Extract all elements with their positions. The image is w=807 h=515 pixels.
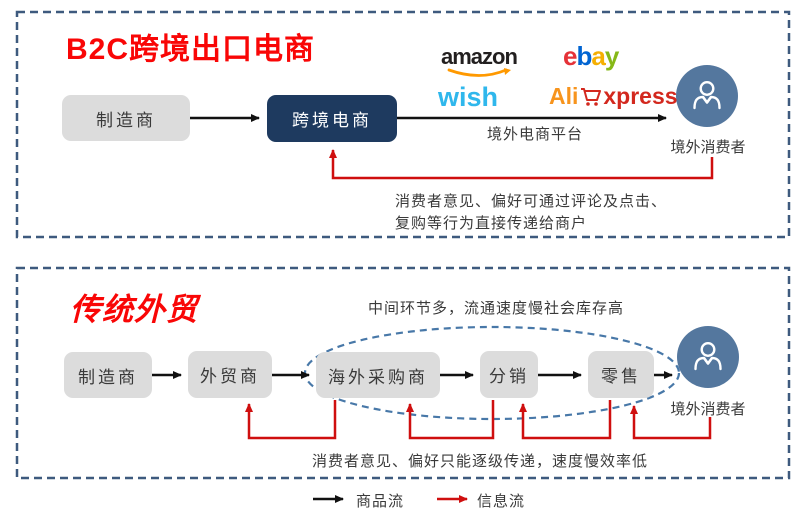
node-distribution: 分销 (480, 351, 538, 398)
consumer-person-icon (694, 341, 722, 371)
node-retail-label: 零售 (601, 367, 641, 386)
ebay-logo: ebay (563, 41, 620, 71)
legend-goods-flow-label: 商品流 (356, 493, 405, 510)
node-cross-border-ecommerce-label: 跨境电商 (292, 111, 372, 130)
ebay-letter-a: a (591, 41, 606, 71)
legend-info-flow-label: 信息流 (477, 493, 526, 510)
feedback-arrow-purchaser-to-trader (245, 400, 337, 440)
shopping-cart-icon (581, 87, 602, 106)
feedback-note-p1-line2: 复购等行为直接传递给商户 (395, 215, 588, 232)
ebay-letter-b: b (576, 41, 592, 71)
aliexpress-logo: Ali xpress (549, 85, 678, 108)
node-manufacturer-p2-label: 制造商 (78, 367, 138, 387)
panel1-title: B2C跨境出口电商 (66, 33, 316, 66)
node-distribution-label: 分销 (489, 367, 529, 386)
ebay-letter-e: e (563, 41, 578, 71)
node-manufacturer-p1: 制造商 (62, 95, 190, 141)
feedback-note-p2: 消费者意见、偏好只能逐级传递，速度慢效率低 (312, 453, 649, 470)
amazon-smile-arrow-icon (447, 68, 511, 77)
aliexpress-ali-text: Ali (549, 83, 579, 109)
wish-logo-text: wish (438, 82, 499, 112)
consumer-label-p1: 境外消费者 (670, 139, 746, 156)
node-manufacturer-p1-label: 制造商 (96, 110, 156, 130)
panel2-title: 传统外贸 (70, 292, 198, 327)
feedback-arrow-consumer-to-cbec (329, 149, 714, 180)
consumer-label-p2: 境外消费者 (670, 401, 746, 418)
feedback-arrow-distribution-to-purchaser (406, 400, 495, 440)
amazon-logo: amazon (441, 44, 518, 77)
node-retail: 零售 (588, 351, 654, 398)
aliexpress-xpress-text: xpress (603, 83, 678, 109)
overseas-platform-label: 境外电商平台 (486, 126, 583, 143)
feedback-arrow-retail-to-distribution (519, 400, 612, 440)
node-manufacturer-p2: 制造商 (64, 352, 152, 398)
node-foreign-trader: 外贸商 (188, 351, 272, 398)
amazon-logo-text: amazon (441, 44, 518, 69)
ebay-letter-y: y (604, 41, 620, 71)
overseas-consumer-circle-p1 (676, 65, 738, 127)
overseas-consumer-circle-p2 (677, 326, 739, 388)
feedback-note-p1-line1: 消费者意见、偏好可通过评论及点击、 (395, 193, 668, 210)
node-cross-border-ecommerce: 跨境电商 (267, 95, 397, 142)
node-overseas-purchaser: 海外采购商 (316, 352, 440, 398)
consumer-person-icon (693, 80, 721, 110)
middlemen-note: 中间环节多，流通速度慢社会库存高 (368, 300, 625, 317)
node-overseas-purchaser-label: 海外采购商 (328, 367, 428, 387)
node-foreign-trader-label: 外贸商 (200, 367, 260, 386)
wish-logo: wish (438, 84, 498, 111)
